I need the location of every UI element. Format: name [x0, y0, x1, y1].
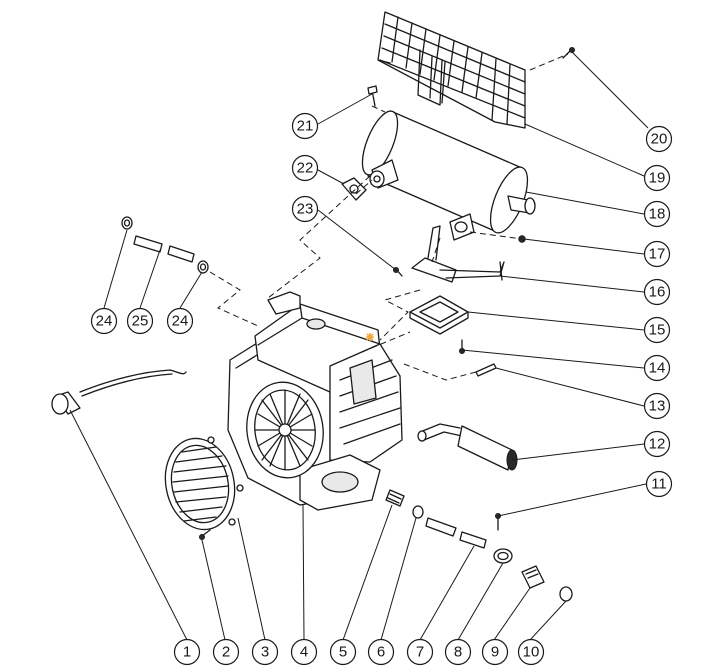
cap-10: [559, 586, 573, 602]
callout-24-left: 24: [90, 307, 118, 335]
callout-7: 7: [406, 638, 434, 666]
connector-9: [521, 565, 545, 589]
callout-19: 19: [643, 164, 671, 192]
callout-21: 21: [291, 112, 319, 140]
callout-8: 8: [444, 638, 472, 666]
callout-24-right: 24: [166, 307, 194, 335]
clamp-8: [493, 548, 513, 564]
callout-number: 17: [649, 246, 666, 263]
hose-25: [133, 235, 195, 263]
callout-number: 12: [649, 436, 666, 453]
fan-guard: [164, 436, 244, 531]
fuel-hose-7: [425, 517, 487, 549]
muffler-guard-cage: [377, 11, 526, 129]
callout-10: 10: [517, 638, 545, 666]
clamp-24-left: [121, 216, 133, 230]
callout-number: 22: [297, 160, 314, 177]
callout-number: 19: [649, 170, 666, 187]
callout-number: 6: [377, 644, 385, 661]
callout-number: 4: [300, 644, 308, 661]
callout-20: 20: [645, 125, 673, 153]
mounting-plate: [409, 295, 469, 335]
callout-number: 8: [454, 644, 462, 661]
callout-number: 14: [649, 360, 666, 377]
callout-number: 10: [523, 644, 540, 661]
callout-number: 2: [222, 644, 230, 661]
leader-lines: [69, 51, 649, 641]
callout-number: 15: [649, 322, 666, 339]
callout-number: 1: [183, 644, 191, 661]
callout-23: 23: [291, 195, 319, 223]
callout-5: 5: [329, 638, 357, 666]
callout-number: 13: [649, 398, 666, 415]
callout-22: 22: [291, 154, 319, 182]
callout-number: 11: [651, 476, 667, 493]
callout-6: 6: [367, 638, 395, 666]
washer-6: [412, 505, 424, 519]
callout-1: 1: [173, 638, 201, 666]
callout-4: 4: [290, 638, 318, 666]
bolt-21: [367, 85, 378, 107]
callout-number: 24: [96, 313, 113, 330]
screw-2: [199, 529, 211, 540]
callout-13: 13: [643, 392, 671, 420]
pin-13: [475, 363, 497, 377]
gasket-22: [341, 177, 367, 201]
clamp-24-right: [197, 260, 209, 274]
callout-2: 2: [212, 638, 240, 666]
cable-assembly: [51, 369, 187, 415]
exhaust-tip: [417, 423, 518, 471]
callout-number: 16: [649, 284, 666, 301]
callout-17: 17: [643, 240, 671, 268]
callout-14: 14: [643, 354, 671, 382]
fitting-5: [385, 489, 405, 507]
callout-number: 9: [491, 644, 499, 661]
muffler-bracket: [411, 225, 505, 283]
callout-12: 12: [643, 430, 671, 458]
callout-number: 24: [172, 313, 189, 330]
callout-11: 11: [645, 470, 673, 498]
callout-number: 18: [649, 206, 666, 223]
screw-14: [459, 339, 465, 354]
engine-block: [227, 291, 403, 511]
callout-number: 7: [416, 644, 424, 661]
assembly-dashed-lines: [209, 53, 569, 381]
callout-3: 3: [251, 638, 279, 666]
callout-9: 9: [481, 638, 509, 666]
callout-16: 16: [643, 278, 671, 306]
callout-number: 23: [297, 201, 314, 218]
callout-18: 18: [643, 200, 671, 228]
callout-25: 25: [126, 307, 154, 335]
callout-number: 3: [261, 644, 269, 661]
muffler: [361, 110, 536, 241]
callout-number: 21: [297, 118, 314, 135]
callout-number: 20: [651, 131, 668, 148]
callout-number: 25: [132, 313, 149, 330]
callout-15: 15: [643, 316, 671, 344]
callout-number: 5: [339, 644, 347, 661]
